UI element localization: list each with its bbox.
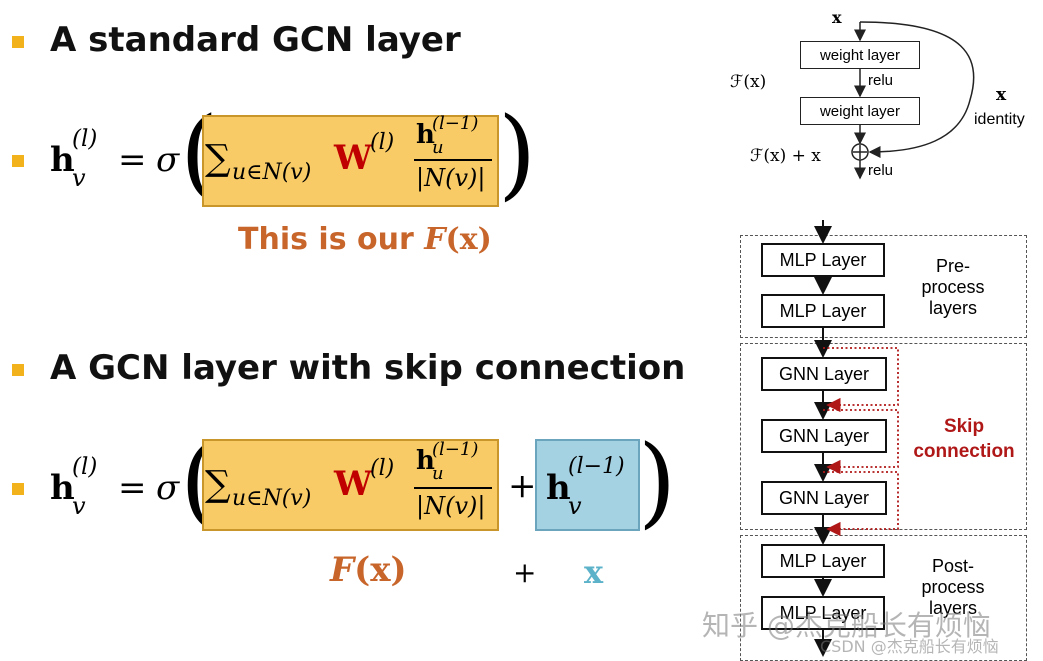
section-heading-standard: A standard GCN layer: [50, 20, 461, 60]
caption-F: F: [424, 222, 446, 257]
resnet-fx-plus-x: ℱ(x) + x: [750, 146, 821, 166]
post-mlp-layer-2: MLP Layer: [761, 596, 885, 630]
weight-layer-1: weight layer: [800, 41, 920, 69]
watermark-csdn: CSDN @杰克船长有烦恼: [820, 637, 999, 656]
section-heading-skip: A GCN layer with skip connection: [50, 348, 686, 388]
preprocess-group: [740, 235, 1027, 338]
formula-sub-v: v: [72, 492, 86, 520]
formula-frac-u: u: [432, 137, 444, 158]
formula-sup-l: (l): [72, 126, 98, 152]
formula-frac-sup: (l−1): [432, 113, 479, 134]
formula-sub-v: v: [72, 164, 86, 192]
residual-sup: (l−1): [568, 454, 625, 479]
gnn-group: [740, 343, 1027, 530]
resnet-block-arrows: [851, 21, 975, 180]
formula-frac-u: u: [432, 463, 444, 484]
resnet-fx-label: ℱ(x): [730, 72, 767, 92]
formula-sigma: σ: [156, 140, 180, 180]
resnet-identity-label: identity: [974, 111, 1025, 128]
bullet-marker: [12, 155, 24, 167]
caption-x: x: [584, 553, 604, 591]
caption-fx: F(x): [330, 550, 407, 590]
bullet-marker: [12, 364, 24, 376]
caption-x-paren: (x): [445, 222, 492, 257]
residual-h: h: [546, 468, 571, 508]
gnn-layer-3: GNN Layer: [761, 481, 887, 515]
formula-right-paren: ): [638, 425, 677, 539]
pre-mlp-layer-2: MLP Layer: [761, 294, 885, 328]
formula-sum-sign: ∑: [205, 138, 231, 179]
formula-sum-subscript: u∈N(v): [232, 160, 312, 185]
caption-x-paren: (x): [354, 550, 407, 590]
resnet-relu-1: relu: [868, 72, 894, 89]
formula-frac-sup: (l−1): [432, 439, 479, 460]
caption-this-is-our: This is our: [238, 222, 425, 257]
fraction-bar: [414, 159, 492, 161]
formula-frac-h: h: [416, 446, 435, 476]
formula-right-paren: ): [498, 97, 537, 211]
formula-h: h: [50, 468, 75, 508]
formula-W: W: [334, 464, 373, 504]
formula-W-sup: (l): [370, 130, 395, 155]
formula-sup-l: (l): [72, 454, 98, 480]
weight-layer-2: weight layer: [800, 97, 920, 125]
resnet-relu-2: relu: [868, 162, 894, 179]
formula-plus: +: [508, 466, 537, 506]
formula-W: W: [334, 138, 373, 178]
caption-this-is-our-fx: This is our F(x): [238, 222, 492, 257]
fraction-bar: [414, 487, 492, 489]
pipeline-arrows: [814, 220, 899, 657]
formula-equals: =: [118, 140, 147, 180]
formula-sum-sign: ∑: [205, 464, 231, 505]
formula-sigma: σ: [156, 468, 180, 508]
gnn-layer-2: GNN Layer: [761, 419, 887, 453]
formula-h: h: [50, 140, 75, 180]
pre-mlp-layer-1: MLP Layer: [761, 243, 885, 277]
caption-F: F: [330, 550, 355, 590]
gnn-layer-1: GNN Layer: [761, 357, 887, 391]
preprocess-label: Pre- process layers: [921, 256, 985, 318]
aggregation-box: [202, 439, 499, 531]
resnet-input-x: x: [832, 8, 842, 27]
post-mlp-layer-1: MLP Layer: [761, 544, 885, 578]
postprocess-label: Post- process layers: [921, 556, 985, 618]
residual-sub-v: v: [568, 492, 582, 520]
caption-plus: +: [513, 556, 537, 589]
aggregation-box: [202, 115, 499, 207]
skip-connection-label: Skip connection: [913, 416, 1015, 462]
formula-equals: =: [118, 468, 147, 508]
formula-denominator: |N(v)|: [416, 492, 486, 520]
resnet-identity-x: x: [996, 85, 1007, 105]
formula-W-sup: (l): [370, 456, 395, 481]
watermark-zhihu: 知乎 @杰克船长有烦恼: [702, 609, 991, 642]
residual-box: [535, 439, 640, 531]
formula-sum-subscript: u∈N(v): [232, 486, 312, 511]
formula-denominator: |N(v)|: [416, 164, 486, 192]
bullet-marker: [12, 36, 24, 48]
bullet-marker: [12, 483, 24, 495]
formula-frac-h: h: [416, 120, 435, 150]
